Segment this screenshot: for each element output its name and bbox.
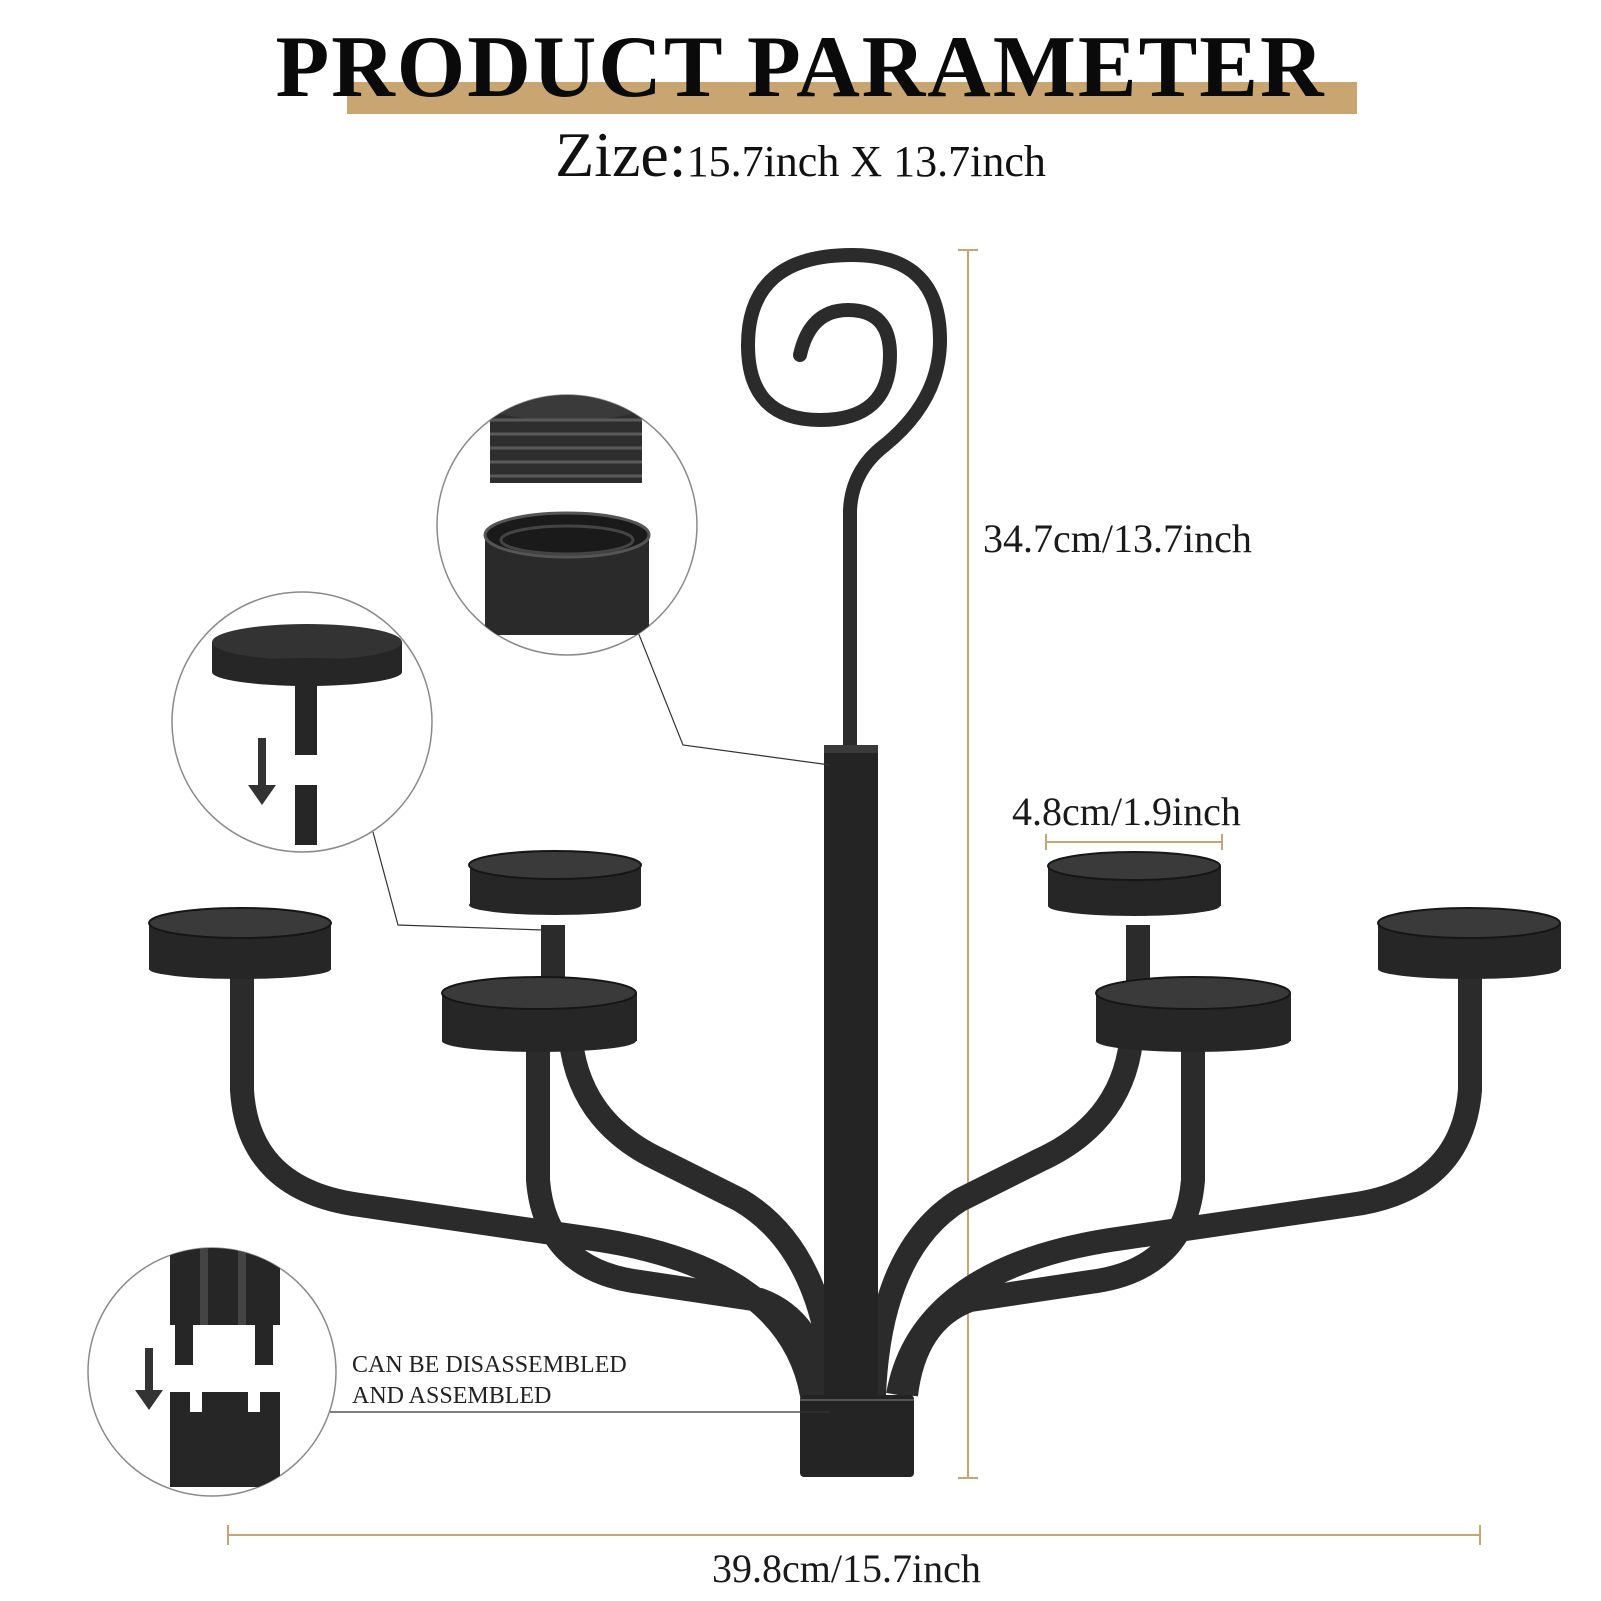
candle-cup-far-left [148, 907, 332, 979]
detail-thread-circle [436, 394, 698, 656]
detail-base-circle [87, 1247, 337, 1497]
candelabra-arms [230, 925, 1482, 1398]
size-value: 15.7inch X 13.7inch [686, 137, 1046, 186]
assembly-note-line2: AND ASSEMBLED [352, 1383, 552, 1409]
width-dimension-label: 39.8cm/15.7inch [712, 1546, 981, 1591]
candle-cup-lower-left [441, 976, 637, 1052]
central-pole [824, 745, 878, 1435]
arrow-down-icon [135, 1348, 163, 1410]
arrow-down-icon [248, 738, 276, 805]
assembly-note: CAN BE DISASSEMBLED AND ASSEMBLED [352, 1350, 627, 1412]
cup-dimension-line [1045, 834, 1223, 850]
size-label: Zize: [555, 119, 687, 190]
cup-dimension-label: 4.8cm/1.9inch [1012, 789, 1241, 834]
title-accent-bar [347, 82, 1357, 114]
candle-cup-lower-right [1095, 976, 1291, 1052]
assembly-note-line1: CAN BE DISASSEMBLED [352, 1352, 627, 1378]
height-dimension-line [958, 249, 978, 1479]
candle-cup-upper-right [1047, 851, 1221, 916]
height-dimension-label: 34.7cm/13.7inch [983, 516, 1252, 561]
detail-cup-insert-circle [171, 591, 433, 853]
leader-lines [326, 631, 831, 1413]
width-dimension-line [227, 1525, 1481, 1545]
candle-cup-upper-left [468, 850, 642, 915]
hanging-hook [740, 247, 948, 757]
base-sleeve [800, 1395, 914, 1477]
page-title: PRODUCT PARAMETER [275, 19, 1326, 116]
candle-cup-far-right [1377, 907, 1561, 979]
size-line: Zize:15.7inch X 13.7inch [0, 118, 1601, 192]
